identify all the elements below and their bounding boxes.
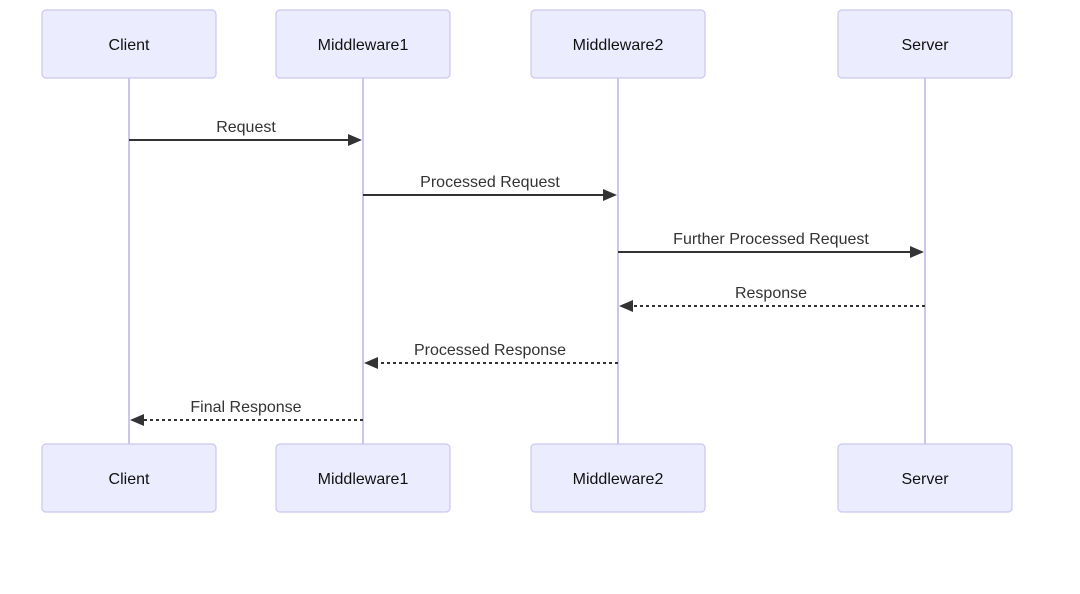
actor-top-client: Client [41,9,217,79]
message-request: Request [129,119,362,146]
message-label: Processed Response [414,342,566,359]
actor-bottom-client: Client [41,443,217,513]
actor-label: Server [901,37,949,54]
message-label: Processed Request [420,174,560,191]
message-processed-request: Processed Request [363,174,617,201]
actor-label: Server [901,471,949,488]
actor-box [275,443,451,513]
actor-label: Client [109,471,150,488]
actor-top-middleware2: Middleware2 [530,9,706,79]
actor-label: Middleware1 [318,471,409,488]
actor-box [837,443,1013,513]
message-response: Response [619,285,925,312]
actor-label: Middleware2 [573,471,664,488]
message-label: Response [735,285,807,302]
actor-box [275,9,451,79]
message-final-response: Final Response [130,399,363,426]
actor-bottom-middleware1: Middleware1 [275,443,451,513]
actor-box [530,9,706,79]
actor-box [530,443,706,513]
actor-box [41,9,217,79]
actor-bottom-middleware2: Middleware2 [530,443,706,513]
actor-label: Middleware2 [573,37,664,54]
actor-top-middleware1: Middleware1 [275,9,451,79]
actor-bottom-server: Server [837,443,1013,513]
message-label: Further Processed Request [673,231,869,248]
actor-label: Client [109,37,150,54]
message-label: Final Response [190,399,301,416]
actor-box [41,443,217,513]
actor-label: Middleware1 [318,37,409,54]
actor-top-server: Server [837,9,1013,79]
message-further-processed-request: Further Processed Request [618,231,924,258]
message-label: Request [216,119,276,136]
message-processed-response: Processed Response [364,342,618,369]
actor-box [837,9,1013,79]
